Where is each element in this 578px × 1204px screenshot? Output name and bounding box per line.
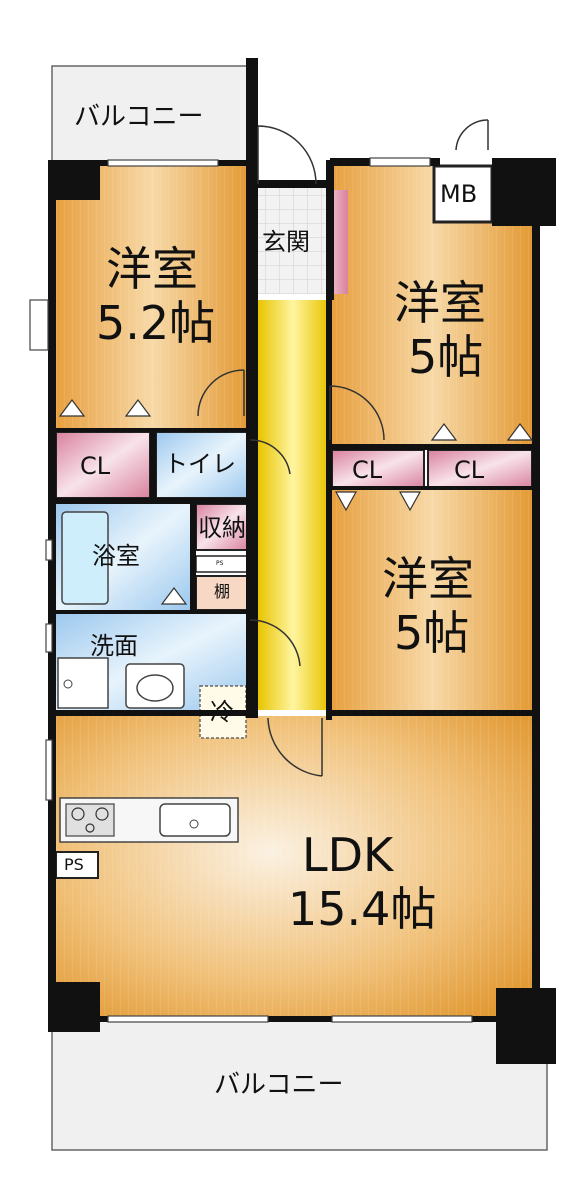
room-ne-name: 洋室 — [394, 276, 486, 330]
balcony-top — [51, 65, 253, 163]
bath-label: 浴室 — [92, 542, 140, 570]
cl-mid2-label: CL — [454, 456, 485, 484]
toilet-box — [155, 431, 249, 499]
ps-kitchen-label: PS — [64, 855, 84, 874]
genkan-floor — [256, 186, 330, 294]
cl-mid1-label: CL — [352, 456, 383, 484]
closet-door-marks — [58, 399, 534, 605]
genkan-label: 玄関 — [262, 228, 310, 256]
storage-label: 収納 — [198, 514, 246, 542]
washing-machine — [57, 657, 109, 709]
walls — [48, 58, 556, 1064]
ldk-name: LDK — [302, 828, 394, 882]
room-nw-name: 洋室 — [106, 242, 198, 296]
shelf-box — [195, 575, 249, 611]
door-swings — [197, 119, 489, 777]
mb-label: MB — [440, 180, 478, 208]
shelf-label: 棚 — [214, 582, 231, 601]
toilet-label: トイレ — [164, 450, 236, 478]
ldk-size: 15.4帖 — [288, 882, 437, 936]
room-e-size: 5帖 — [394, 606, 470, 660]
ps-kitchen-box — [55, 851, 99, 879]
cl-mid1-box — [331, 449, 425, 489]
room-e-stripes — [332, 490, 532, 712]
balcony-bottom — [51, 1019, 548, 1151]
vanity-basin — [136, 674, 174, 702]
kitchen-drain — [189, 819, 199, 829]
washing-drain — [63, 679, 73, 689]
balcony-top-label: バルコニー — [74, 102, 204, 132]
burner-3 — [85, 823, 95, 833]
ps-small-label: PS — [216, 560, 224, 567]
hallway-floor — [258, 300, 328, 710]
stove — [65, 803, 115, 837]
room-nw-size: 5.2帖 — [96, 296, 216, 350]
room-ne-size: 5帖 — [408, 330, 484, 384]
fridge-label: 冷 — [210, 698, 234, 726]
ldk-stripes — [56, 716, 532, 1018]
windows — [29, 157, 473, 1023]
burner-1 — [71, 807, 85, 821]
room-nw-stripes — [56, 166, 248, 428]
burner-2 — [95, 807, 109, 821]
balcony-bottom-label: バルコニー — [214, 1070, 344, 1100]
cl-west-label: CL — [80, 452, 111, 480]
room-e-name: 洋室 — [382, 552, 474, 606]
washroom-label: 洗面 — [90, 632, 138, 660]
bathtub — [61, 511, 109, 605]
